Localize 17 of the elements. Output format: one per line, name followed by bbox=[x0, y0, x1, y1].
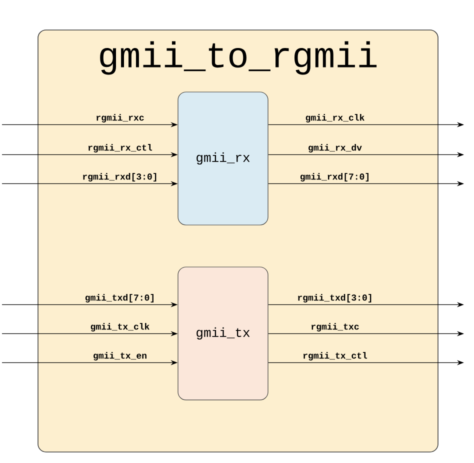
submodule-label: gmii_rx bbox=[196, 152, 250, 165]
submodule-box bbox=[178, 92, 268, 226]
edge-label: gmii_rx_clk bbox=[304, 113, 366, 124]
edge-label: gmii_tx_clk bbox=[89, 322, 151, 332]
edge-label: gmii_tx_en bbox=[92, 351, 148, 362]
edge-label: rgmii_txd[3:0] bbox=[296, 293, 374, 304]
edge-label: rgmii_tx_ctl bbox=[302, 351, 368, 362]
edge-label: rgmii_rxd[3:0] bbox=[81, 172, 159, 182]
module-title: gmii_to_rgmii bbox=[100, 41, 377, 75]
edge-label: rgmii_txc bbox=[310, 322, 360, 332]
edge-label: rgmii_rxc bbox=[94, 113, 146, 124]
edge-label: gmii_txd[7:0] bbox=[84, 293, 156, 304]
edge-label: gmii_rxd[7:0] bbox=[298, 172, 372, 182]
submodule-label: gmii_tx bbox=[196, 327, 250, 340]
edge-label: gmii_rx_dv bbox=[307, 143, 363, 154]
submodule-box bbox=[178, 266, 268, 400]
edge-label: rgmii_rx_ctl bbox=[86, 143, 154, 154]
